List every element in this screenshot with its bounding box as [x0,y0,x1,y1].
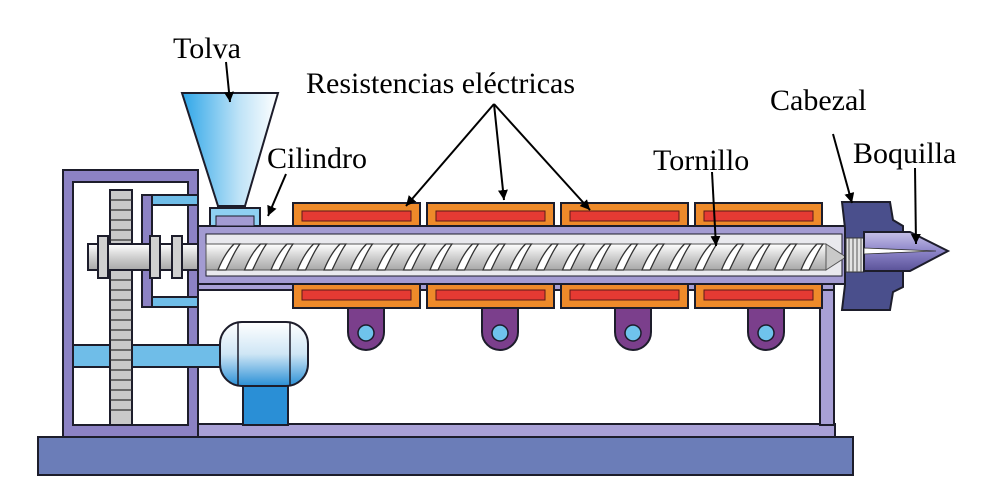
label-cilindro: Cilindro [267,142,367,175]
screw-flight [243,243,268,271]
motor-icon [219,321,309,426]
leader-lines [224,61,921,247]
screw-flight [641,243,666,271]
screw-flight [349,243,374,271]
screw-flight [270,243,295,271]
screw-flight [376,243,401,271]
screw-flight [773,243,798,271]
drive-shaft [72,344,234,368]
screw-flight [720,243,745,271]
screw-flight [747,243,772,271]
screw [205,243,847,271]
label-tolva: Tolva [173,32,241,65]
screw-flight [800,243,825,271]
screw-flight [614,243,639,271]
screw-flight [561,243,586,271]
support-brackets [347,307,785,351]
hopper [180,92,280,227]
screw-flight [323,243,348,271]
screw-flight [429,243,454,271]
machine-base [37,436,854,476]
screw-flight [402,243,427,271]
label-resistencias: Resistencias eléctricas [306,67,575,100]
screw-flight [508,243,533,271]
main-shaft [87,235,207,279]
screw-flight [667,243,692,271]
screw-flight [296,243,321,271]
screw-flight [588,243,613,271]
heater-bands-top [292,202,823,228]
label-tornillo: Tornillo [653,144,749,177]
label-cabezal: Cabezal [770,84,867,117]
nozzle [863,231,951,272]
screw-flight [482,243,507,271]
screw-flight [455,243,480,271]
screw-flight [535,243,560,271]
gear-icon [109,189,133,426]
screw-flight [217,243,242,271]
label-boquilla: Boquilla [853,137,956,170]
